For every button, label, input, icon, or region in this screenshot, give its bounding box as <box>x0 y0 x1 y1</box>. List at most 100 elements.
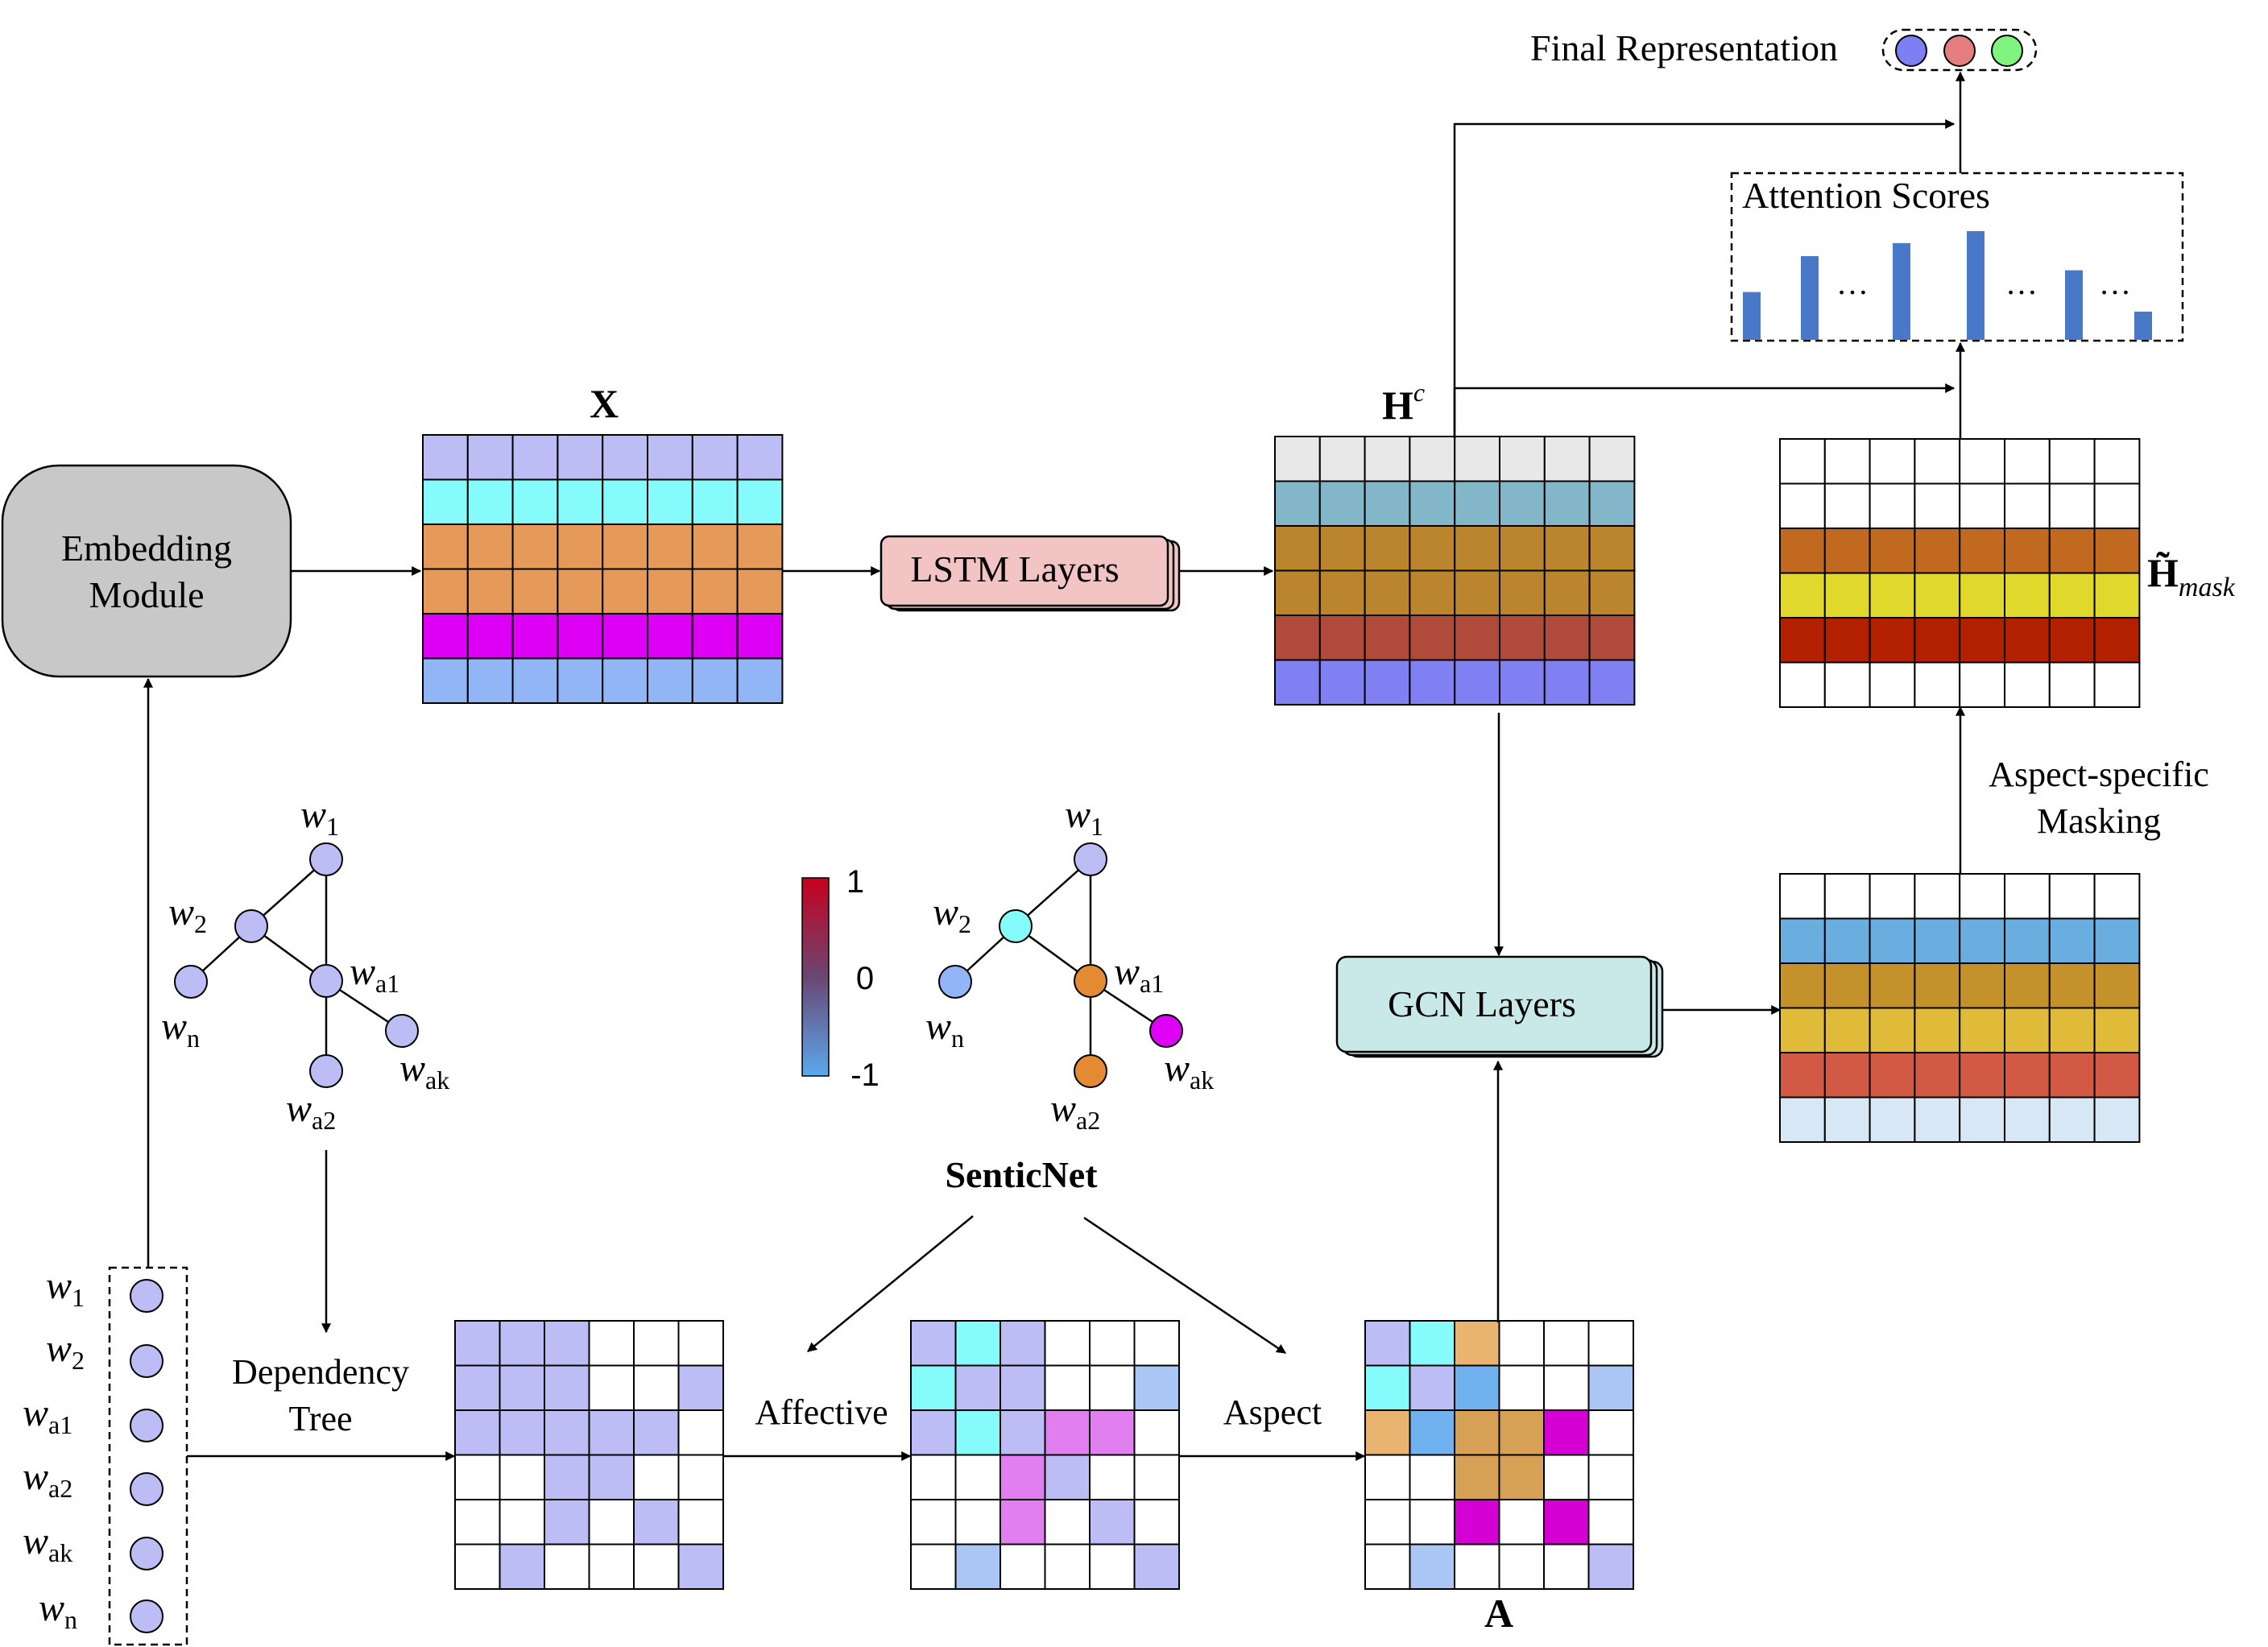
senti-node-wa2 <box>1074 1054 1107 1088</box>
x-matrix-cell <box>691 434 739 481</box>
connection-arrows <box>143 71 1965 1461</box>
aspect-matrix-cell <box>1587 1320 1634 1367</box>
x-matrix-cell <box>647 613 693 660</box>
aspect-matrix-cell <box>1454 1320 1500 1367</box>
dep-label-wa1: wa1 <box>350 950 399 998</box>
gcn-output-matrix-cell <box>1779 1096 1826 1143</box>
gcn-output-matrix-cell <box>2048 1052 2096 1099</box>
aspect-matrix-cell <box>1409 1543 1455 1590</box>
attention-bar <box>2065 270 2083 340</box>
embedding-module: Embedding Module <box>1 464 292 678</box>
hmask-matrix-cell <box>2004 528 2051 574</box>
dependency-matrix-cell <box>677 1499 724 1546</box>
aspect-matrix-cell <box>1498 1364 1545 1411</box>
hc-matrix-cell <box>1454 480 1500 527</box>
aspect-matrix-cell <box>1587 1543 1634 1590</box>
gcn-layers: GCN Layers <box>1335 955 1664 1058</box>
aspect-matrix-cell <box>1543 1543 1590 1590</box>
dep-node-w1 <box>309 842 343 876</box>
x-matrix-cell <box>647 434 693 481</box>
input-node-wa1 <box>130 1409 163 1442</box>
affective-matrix-cell <box>910 1320 957 1367</box>
hc-matrix-cell <box>1318 480 1366 527</box>
aspect-matrix-cell <box>1454 1543 1500 1590</box>
hmask-matrix-cell <box>1959 482 2005 529</box>
gcn-output-matrix-cell <box>1823 1096 1871 1143</box>
x-matrix-cell <box>511 657 559 704</box>
hmask-matrix-cell <box>1823 661 1871 708</box>
aspect-matrix-cell <box>1454 1454 1500 1500</box>
attention-bar <box>1801 256 1819 340</box>
attention-bar <box>1743 292 1761 340</box>
hc-matrix-cell <box>1588 615 1636 661</box>
affective-matrix-cell <box>1133 1364 1180 1411</box>
gcn-output-matrix-cell <box>1914 873 1961 920</box>
hmask-matrix-cell <box>1779 617 1826 664</box>
hmask-matrix-cell <box>1869 661 1916 708</box>
hmask-matrix-cell <box>1959 528 2005 574</box>
senti-node-w2 <box>999 909 1033 943</box>
gcn-output-matrix-cell <box>2093 1052 2141 1099</box>
x-matrix-cell <box>736 434 784 481</box>
hc-matrix-cell <box>1409 480 1456 527</box>
embedding-module-label-line2: Module <box>89 574 204 615</box>
gcn-output-matrix-cell <box>2093 1007 2141 1053</box>
aspect-matrix-cell <box>1543 1320 1590 1367</box>
x-matrix-cell <box>511 568 559 615</box>
x-matrix-cell <box>602 657 649 704</box>
gcn-output-matrix-cell <box>2048 1007 2096 1053</box>
dep-node-wa1 <box>309 964 343 998</box>
dependency-matrix-cell <box>454 1543 501 1590</box>
gcn-output-matrix-cell <box>1959 1096 2005 1143</box>
hmask-matrix-cell <box>1823 528 1871 574</box>
affective-matrix-cell <box>1089 1454 1136 1500</box>
x-matrix-cell <box>422 434 469 481</box>
affective-matrix-cell <box>1133 1409 1180 1456</box>
aspect-matrix-cell <box>1364 1409 1411 1456</box>
affective-matrix-cell <box>1089 1543 1136 1590</box>
affective-matrix-cell <box>1089 1364 1136 1411</box>
aspect-matrix-cell <box>1543 1409 1590 1456</box>
dep-label-wa2: wa2 <box>286 1087 336 1135</box>
affective-matrix-cell <box>1089 1320 1136 1367</box>
input-label-wa2: wa2 <box>23 1455 72 1503</box>
hc-matrix-cell <box>1318 525 1366 572</box>
hmask-matrix-cell <box>2093 617 2141 664</box>
hc-matrix-cell <box>1274 615 1321 661</box>
affective-matrix-cell <box>910 1364 957 1411</box>
hc-matrix-cell <box>1364 615 1411 661</box>
affective-matrix-cell <box>954 1543 1001 1590</box>
hmask-matrix-cell <box>1869 572 1916 619</box>
hc-matrix-cell <box>1274 480 1321 527</box>
gcn-output-matrix-cell <box>2093 917 2141 964</box>
gcn-output-matrix-cell <box>2048 917 2096 964</box>
hmask-base: H̃ <box>2147 550 2179 595</box>
hmask-matrix-cell <box>1914 572 1961 619</box>
dependency-matrix-cell <box>633 1543 680 1590</box>
arrow-hc-to-final <box>1453 119 1956 438</box>
input-label-wa1: wa1 <box>23 1392 72 1439</box>
hmask-matrix-cell <box>1779 661 1826 708</box>
x-matrix-cell <box>511 613 559 660</box>
hmask-matrix-cell <box>2048 482 2096 529</box>
dependency-matrix-cell <box>499 1499 545 1546</box>
hmask-matrix-cell <box>2048 438 2096 485</box>
x-matrix-cell <box>422 523 469 570</box>
final-dot-1 <box>1895 35 1927 67</box>
aspect-matrix-cell <box>1587 1364 1634 1411</box>
x-matrix-cell <box>647 478 693 525</box>
hc-matrix-cell <box>1499 525 1546 572</box>
hc-matrix-cell <box>1318 659 1366 706</box>
arrow-senticnet-to-affective <box>807 1215 974 1352</box>
dependency-matrix-cell <box>633 1320 680 1367</box>
affective-matrix-cell <box>910 1409 957 1456</box>
aspect-masking-label-line2: Masking <box>2037 801 2161 841</box>
hmask-matrix-cell <box>2004 617 2051 664</box>
aspect-matrix-cell <box>1498 1454 1545 1500</box>
dep-node-wn <box>174 965 208 999</box>
hc-matrix-cell <box>1454 436 1500 482</box>
hmask-label: H̃mask <box>2147 550 2236 602</box>
dependency-tree-label-line1: Dependency <box>232 1352 409 1392</box>
dependency-matrix-cell <box>677 1543 724 1590</box>
affective-matrix-cell <box>910 1499 957 1546</box>
